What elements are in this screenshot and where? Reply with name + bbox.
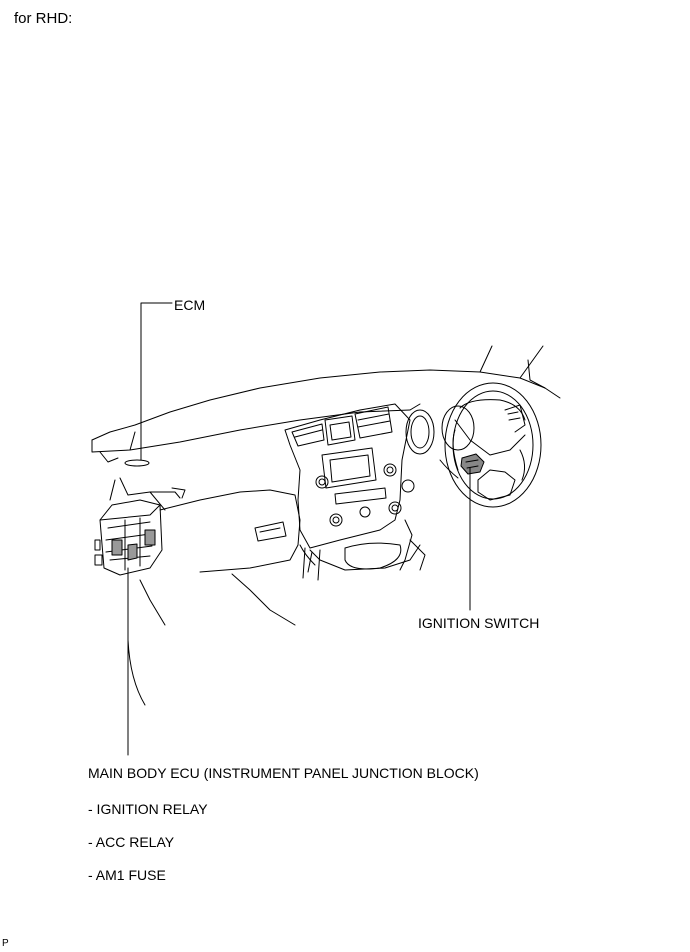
steering-wheel [405,382,542,508]
ecm-leader-line [140,302,173,461]
page-title: for RHD: [14,10,73,27]
acc-relay-item: - ACC RELAY [88,834,175,850]
ignition-relay-item: - IGNITION RELAY [88,801,208,817]
ecm-part [124,459,150,467]
dashboard-outline [91,345,561,706]
ignition-switch-label: IGNITION SWITCH [418,615,540,631]
leader-lines [127,302,471,756]
main-body-ecu-label: MAIN BODY ECU (INSTRUMENT PANEL JUNCTION… [88,765,479,781]
junction-block-part [94,477,186,576]
ecm-label: ECM [174,297,206,313]
footer-mark: P [2,938,9,949]
ignition-switch-part [460,453,485,475]
am1-fuse-item: - AM1 FUSE [88,867,166,883]
center-console [284,403,426,581]
